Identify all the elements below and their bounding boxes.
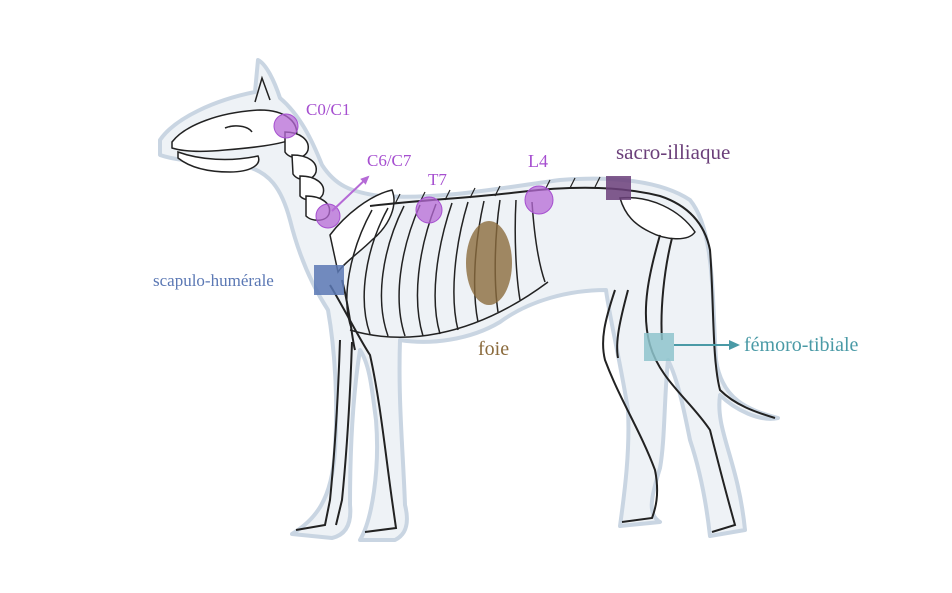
label-l4: L4 (528, 151, 548, 171)
spine (369, 186, 776, 419)
label-c6c7: C6/C7 (367, 151, 412, 170)
l4-marker (524, 185, 554, 215)
femoro-tibiale-marker (644, 333, 674, 361)
label-t7: T7 (428, 170, 447, 189)
c6c7-arrow (331, 175, 370, 212)
label-sacro-illiaque: sacro-illiaque (616, 140, 731, 164)
label-c0c1: C0/C1 (306, 100, 351, 119)
skull (171, 75, 298, 173)
liver-marker (466, 221, 512, 305)
label-scapulo-humerale: scapulo-humérale (153, 271, 274, 290)
pelvis (619, 196, 696, 240)
cervical-vertebrae (284, 131, 331, 221)
scapulo-humerale-marker (314, 265, 344, 295)
sacro-illiaque-marker (606, 176, 631, 200)
front-legs (295, 279, 398, 533)
ribcage (346, 199, 549, 338)
hind-legs (602, 234, 737, 533)
t7-marker (415, 196, 443, 224)
label-femoro-tibiale: fémoro-tibiale (744, 334, 859, 356)
label-foie: foie (478, 338, 510, 360)
c0c1-marker (273, 113, 299, 139)
